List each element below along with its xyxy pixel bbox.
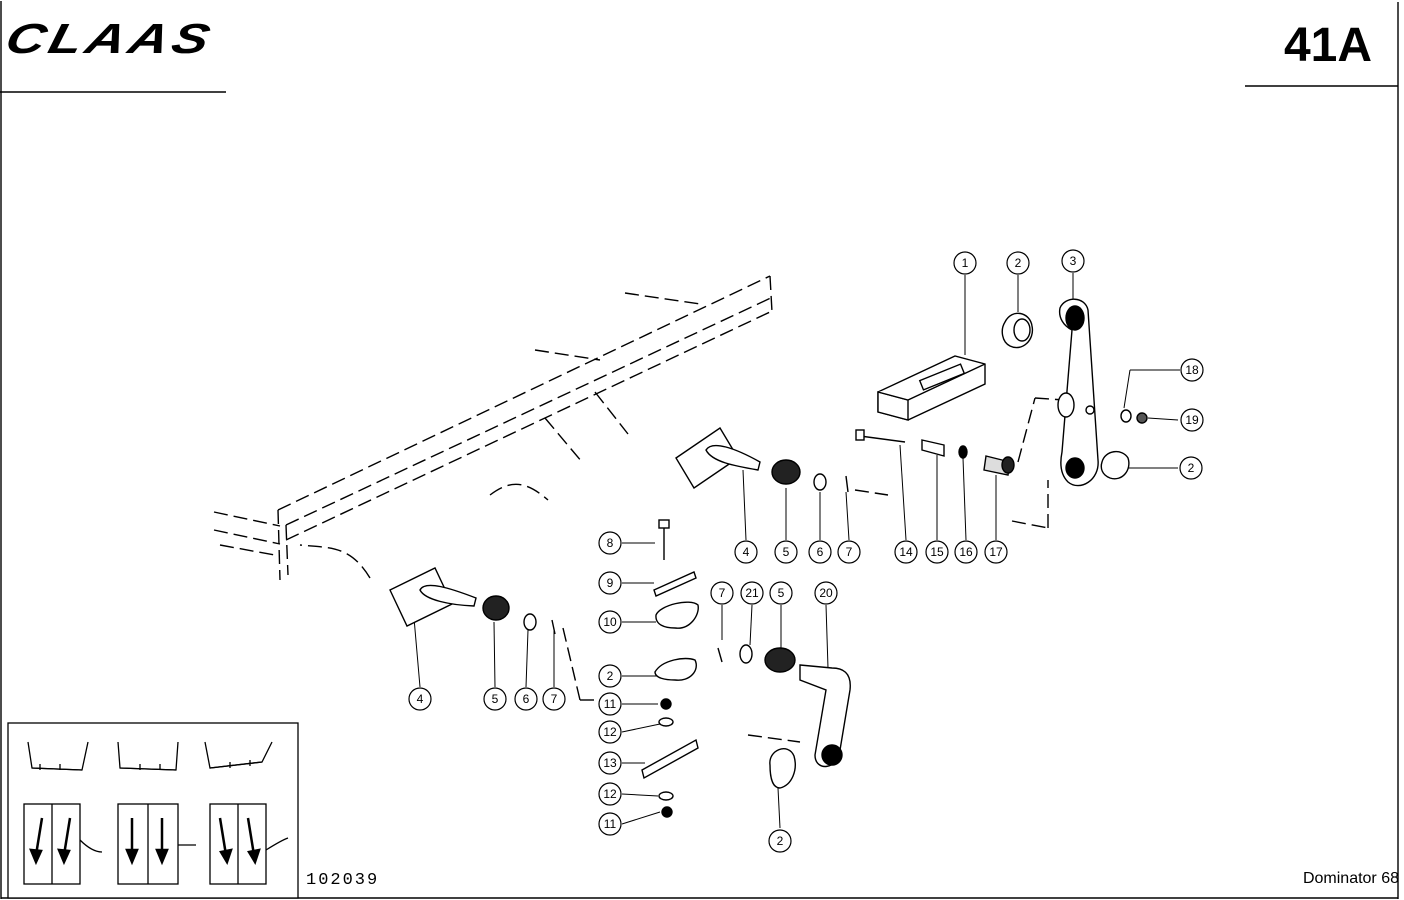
callout-7: 7 [551, 692, 558, 706]
part-lower-arm [799, 664, 851, 768]
callout-14: 14 [899, 545, 913, 559]
part-arm [1057, 298, 1099, 487]
callout-circle [1179, 456, 1203, 480]
callout-circle [837, 540, 861, 564]
callout-4: 4 [743, 545, 750, 559]
callout-5: 5 [783, 545, 790, 559]
small-parts [523, 409, 1148, 818]
callout-1: 1 [962, 256, 969, 270]
callout-10: 10 [603, 615, 617, 629]
part-bearing-halves [654, 312, 1130, 789]
model-name: Dominator 68 [1302, 870, 1399, 887]
callout-labels: 1 2 3 18 19 2 14 15 16 17 4 5 6 7 8 9 10… [417, 254, 1199, 848]
callout-11: 11 [604, 697, 617, 711]
callout-circle [953, 251, 977, 275]
callout-circle [598, 664, 622, 688]
callout-17: 17 [989, 545, 1003, 559]
callout-circle [768, 829, 792, 853]
callout-circle [808, 540, 832, 564]
callout-12: 12 [603, 725, 617, 739]
callout-circle [598, 610, 622, 634]
callout-5: 5 [778, 586, 785, 600]
chassis-outline [213, 275, 1065, 743]
callout-11: 11 [604, 817, 617, 831]
callout-circle [598, 692, 622, 716]
callout-circle [408, 687, 432, 711]
callout-circle [984, 540, 1008, 564]
part-mounting-plate [389, 427, 761, 627]
callout-12: 12 [603, 787, 617, 801]
callout-7: 7 [719, 586, 726, 600]
leader-lines [413, 273, 1180, 829]
callout-circle [598, 531, 622, 555]
callout-circle [894, 540, 918, 564]
callout-3: 3 [1070, 254, 1077, 268]
callout-circle [598, 571, 622, 595]
callout-circle [774, 540, 798, 564]
callout-2: 2 [777, 834, 784, 848]
callout-6: 6 [817, 545, 824, 559]
callout-15: 15 [930, 545, 944, 559]
callout-16: 16 [959, 545, 973, 559]
callout-circle [514, 687, 538, 711]
callout-9: 9 [607, 576, 614, 590]
callout-2: 2 [1015, 256, 1022, 270]
inset-legend [7, 722, 299, 899]
callout-13: 13 [603, 756, 617, 770]
callout-circle [598, 720, 622, 744]
callout-6: 6 [523, 692, 530, 706]
part-bushing [482, 459, 801, 673]
page-code: 41A [1283, 19, 1372, 72]
callout-circle [769, 581, 793, 605]
callout-5: 5 [492, 692, 499, 706]
callout-circle [1180, 358, 1204, 382]
callout-circle [814, 581, 838, 605]
callout-circle [925, 540, 949, 564]
callout-18: 18 [1185, 363, 1199, 377]
callout-circle [598, 751, 622, 775]
part-bracket [877, 355, 986, 421]
callout-circle [740, 581, 764, 605]
callout-circles [408, 249, 1204, 853]
callout-circle [1006, 251, 1030, 275]
callout-circle [598, 782, 622, 806]
callout-circle [734, 540, 758, 564]
callout-circle [1180, 408, 1204, 432]
drawing-number: 102039 [306, 871, 380, 890]
callout-2: 2 [607, 669, 614, 683]
callout-circle [483, 687, 507, 711]
callout-circle [598, 812, 622, 836]
callout-19: 19 [1185, 413, 1199, 427]
callout-4: 4 [417, 692, 424, 706]
callout-20: 20 [819, 586, 833, 600]
fasteners [641, 429, 1015, 780]
callout-21: 21 [745, 586, 759, 600]
callout-8: 8 [607, 536, 614, 550]
callout-circle [710, 581, 734, 605]
callout-7: 7 [846, 545, 853, 559]
callout-circle [954, 540, 978, 564]
callout-circle [1061, 249, 1085, 273]
callout-circle [542, 687, 566, 711]
callout-2: 2 [1188, 461, 1195, 475]
